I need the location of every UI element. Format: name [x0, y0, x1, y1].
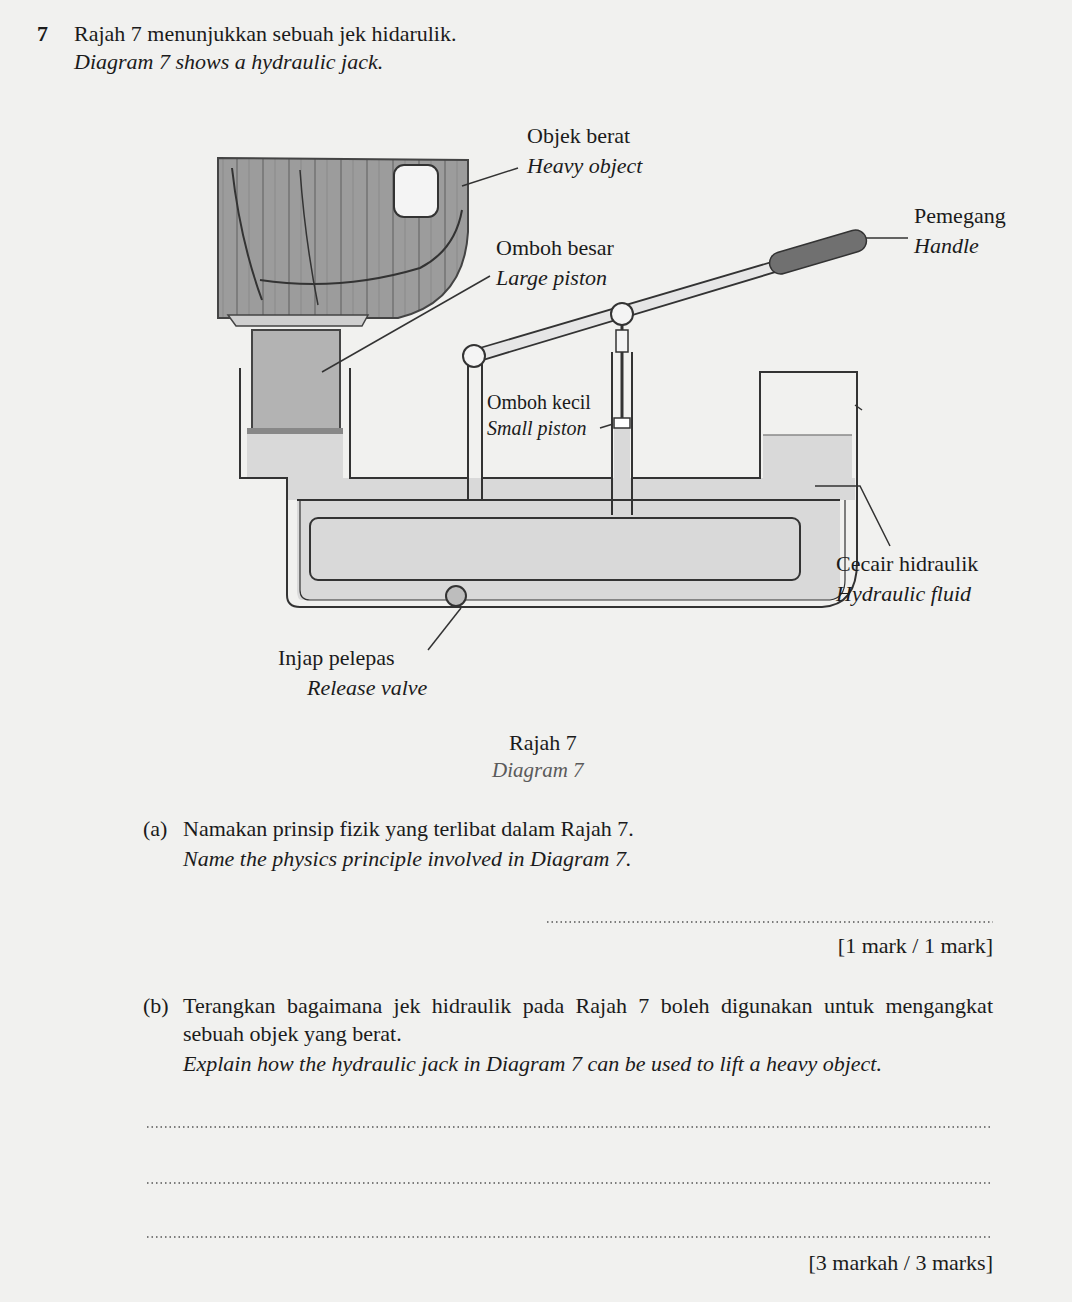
part-label: Hydraulic fluid — [836, 580, 971, 608]
answer-line — [547, 921, 993, 923]
part-label: Heavy object — [527, 152, 642, 180]
leader-line — [322, 168, 908, 650]
heavy-object — [218, 158, 468, 326]
jack-housing — [297, 499, 840, 501]
part-label: Omboh kecil — [487, 390, 591, 415]
large-piston — [247, 428, 343, 434]
part-label: Injap pelepas — [278, 644, 395, 672]
question-text: Explain how the hydraulic jack in Diagra… — [183, 1050, 993, 1078]
large-piston — [247, 330, 343, 434]
small-piston — [467, 358, 469, 500]
answer-line — [147, 1182, 993, 1184]
heavy-object — [394, 165, 438, 217]
large-piston — [252, 330, 340, 430]
part-label: Cecair hidraulik — [836, 550, 978, 578]
question-text: Name the physics principle involved in D… — [183, 845, 631, 873]
jack-housing — [300, 500, 845, 600]
hydraulic-fluid — [297, 500, 840, 600]
handle-lever — [463, 345, 485, 367]
leader-line — [428, 608, 461, 650]
question-text: Diagram 7 shows a hydraulic jack. — [74, 48, 383, 76]
leader-line — [462, 168, 518, 186]
small-piston — [481, 358, 483, 500]
question-number: 7 — [37, 20, 48, 48]
jack-housing — [482, 477, 612, 479]
heavy-object — [218, 158, 468, 318]
leader-line — [322, 276, 490, 372]
figure-caption: Rajah 7 — [509, 729, 577, 757]
heavy-object — [260, 210, 462, 284]
hydraulic-fluid — [614, 428, 630, 478]
part-label: Release valve — [307, 674, 427, 702]
part-label: Large piston — [496, 264, 607, 292]
jack-housing — [855, 405, 862, 410]
part-number: (b) — [143, 992, 169, 1020]
handle-lever — [767, 227, 869, 276]
answer-line — [147, 922, 993, 1237]
part-label: Small piston — [487, 416, 586, 441]
hydraulic-fluid — [287, 478, 855, 500]
leader-line — [600, 424, 613, 428]
jack-housing — [350, 368, 468, 478]
part-number: (a) — [143, 815, 167, 843]
small-piston — [631, 352, 633, 515]
mark-allocation: [3 markah / 3 marks] — [809, 1249, 994, 1277]
jack-housing — [763, 434, 852, 436]
jack-housing — [310, 518, 800, 580]
part-label: Omboh besar — [496, 234, 614, 262]
small-piston — [611, 352, 613, 515]
answer-line — [147, 1126, 993, 1128]
small-piston — [616, 330, 628, 352]
question-text: Terangkan bagaimana jek hidraulik pada R… — [183, 992, 993, 1047]
leader-line — [866, 237, 908, 239]
question-text: Namakan prinsip fizik yang terlibat dala… — [183, 815, 634, 843]
figure-caption: Diagram 7 — [492, 757, 584, 783]
hydraulic-fluid — [763, 435, 852, 480]
answer-line — [147, 1236, 993, 1238]
part-label: Pemegang — [914, 202, 1006, 230]
part-label: Objek berat — [527, 122, 630, 150]
small-piston — [614, 418, 630, 428]
question-text: Rajah 7 menunjukkan sebuah jek hidarulik… — [74, 20, 456, 48]
heavy-object — [228, 315, 368, 326]
release-valve — [446, 586, 466, 606]
hydraulic-fluid — [247, 432, 343, 478]
leader-line — [815, 486, 890, 546]
handle-lever — [463, 227, 869, 367]
handle-lever — [767, 227, 869, 276]
handle-lever — [611, 303, 633, 325]
heavy-object — [232, 168, 262, 300]
part-label: Handle — [914, 232, 979, 260]
hydraulic-fluid — [247, 428, 855, 600]
mark-allocation: [1 mark / 1 mark] — [838, 932, 993, 960]
